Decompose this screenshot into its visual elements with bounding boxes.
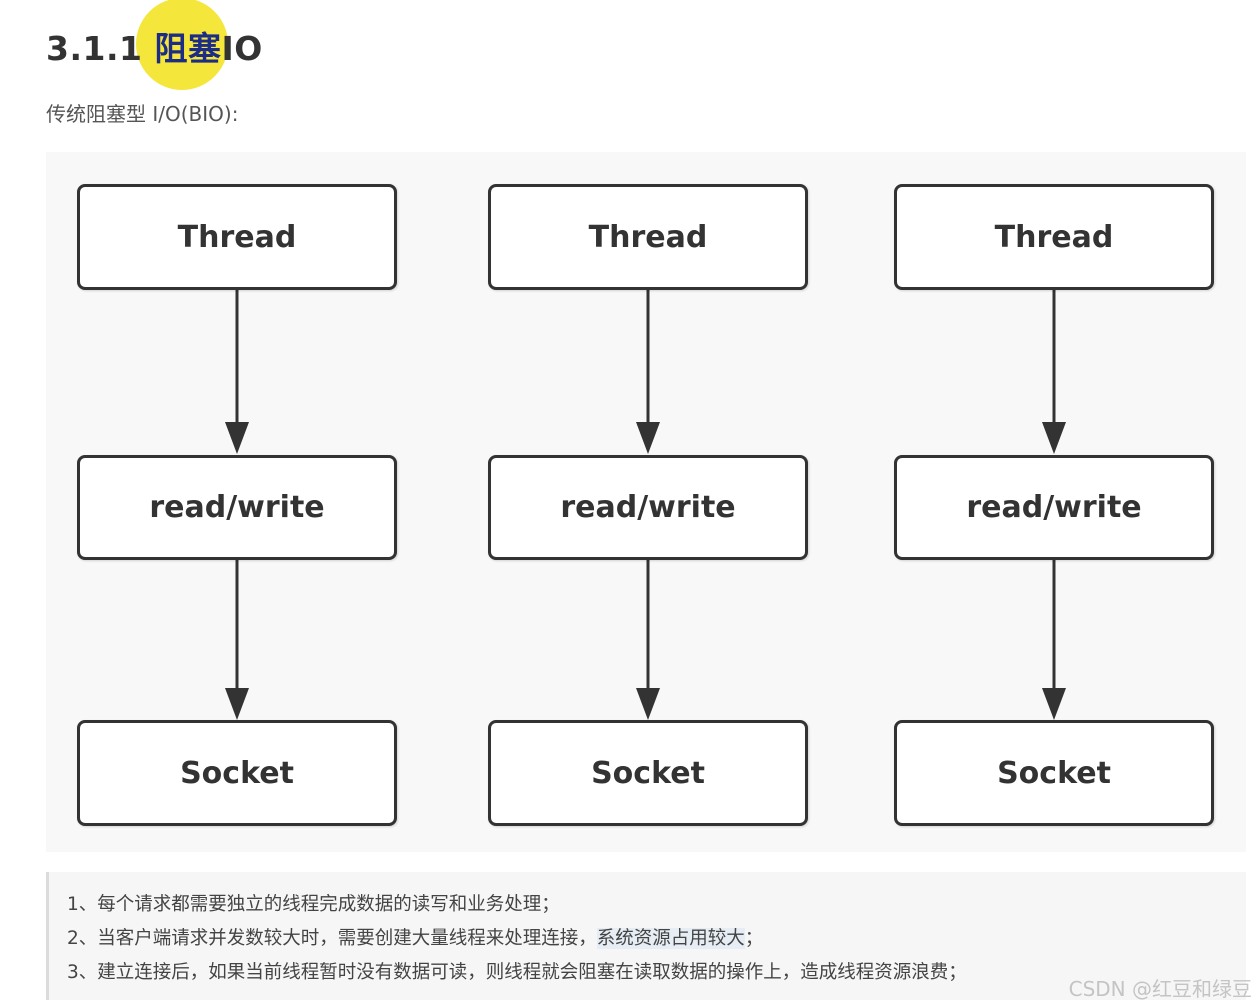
bio-diagram: Thread read/write Socket Thread read/wri… [46,152,1246,852]
readwrite-box-1: read/write [77,455,397,560]
arrowhead-2b [636,688,660,720]
heading-highlighted-word: 阻塞 [154,29,222,68]
readwrite-box-3: read/write [894,455,1214,560]
arrowhead-1b [225,688,249,720]
arrowhead-1a [225,422,249,454]
thread-box-2: Thread [488,184,808,290]
thread-box-1: Thread [77,184,397,290]
note-item-1: 1、每个请求都需要独立的线程完成数据的读写和业务处理； [67,894,560,915]
section-heading: 3.1.1 阻塞IO [46,0,263,90]
notes-blockquote: 1、每个请求都需要独立的线程完成数据的读写和业务处理； 2、当客户端请求并发数较… [46,872,1246,1000]
highlighted-word-wrap: 阻塞 [136,0,229,90]
note-item-2-highlight: 系统资源占用较大 [596,928,745,949]
heading-number: 3.1.1 [46,29,155,68]
arrowhead-2a [636,422,660,454]
thread-box-3: Thread [894,184,1214,290]
socket-box-2: Socket [488,720,808,826]
socket-box-3: Socket [894,720,1214,826]
arrowhead-3b [1042,688,1066,720]
diagram-arrows [225,290,1066,720]
note-item-2-end: ； [744,928,764,949]
note-item-3: 3、建立连接后，如果当前线程暂时没有数据可读，则线程就会阻塞在读取数据的操作上，… [67,962,967,983]
note-item-2: 2、当客户端请求并发数较大时，需要创建大量线程来处理连接，系统资源占用较大； [67,922,1246,956]
heading-suffix: IO [221,29,263,68]
subtitle: 传统阻塞型 I/O(BIO): [46,102,239,126]
note-item-2-text: 2、当客户端请求并发数较大时，需要创建大量线程来处理连接， [67,928,597,949]
csdn-watermark: CSDN @红豆和绿豆 [1068,977,1252,1001]
highlighter-mark [136,0,229,90]
arrowhead-3a [1042,422,1066,454]
readwrite-box-2: read/write [488,455,808,560]
socket-box-1: Socket [77,720,397,826]
